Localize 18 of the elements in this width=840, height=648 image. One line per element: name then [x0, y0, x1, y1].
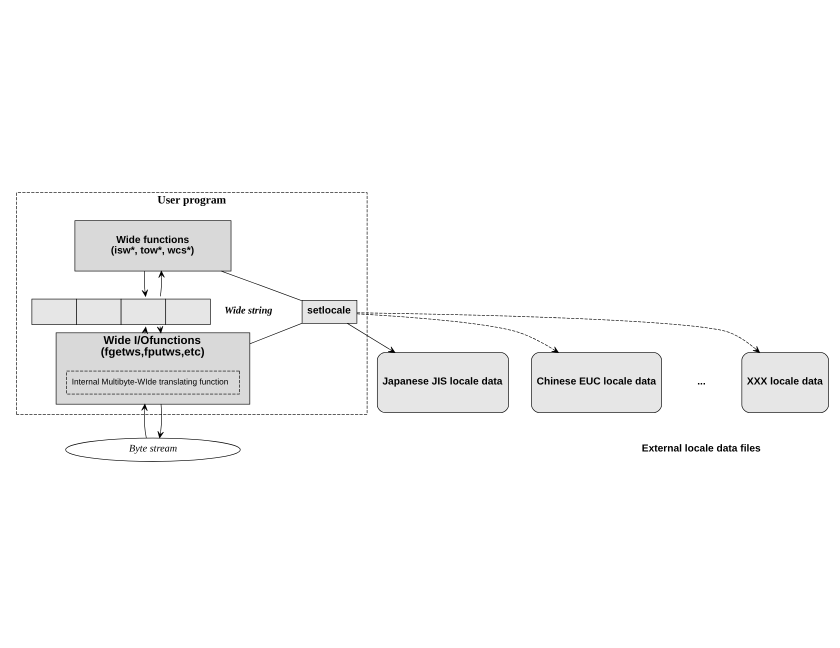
node-box: setlocale [302, 300, 358, 324]
label: External locale data files [642, 443, 761, 454]
node-box: Japanese JIS locale data [376, 352, 509, 412]
arrow [142, 270, 148, 296]
arrow [346, 322, 396, 352]
node-box: XXX locale data [742, 352, 829, 412]
connector [220, 270, 302, 301]
node-label: Wide string [224, 305, 272, 316]
node-box: Chinese EUC locale data [531, 352, 662, 412]
arrow [356, 313, 559, 352]
node-box: Wide functions (isw*, tow*, wcs*) [74, 220, 232, 271]
connector [250, 322, 302, 344]
node-ellipse: Byte stream [65, 437, 241, 462]
arrow [356, 312, 760, 352]
arrow [141, 403, 148, 438]
arrow [158, 403, 164, 438]
label: ... [697, 376, 706, 387]
arrow [158, 270, 165, 296]
